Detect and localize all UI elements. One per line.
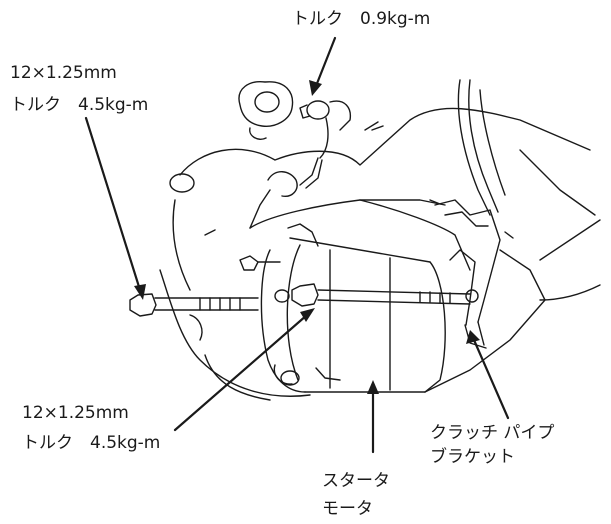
bolt-upper-size-label: 12×1.25mm <box>10 63 117 83</box>
starter-label: スタータ <box>322 471 390 491</box>
wiring <box>249 199 471 271</box>
starter-motor-body <box>260 223 546 393</box>
clutch-pipe-bracket <box>429 79 514 349</box>
bolt-lower-size-label: 12×1.25mm <box>22 403 129 423</box>
leader-arrows <box>84 36 510 454</box>
mounting-bolts <box>129 255 471 317</box>
arrow-heads <box>134 80 480 394</box>
bolt-lower-torque-label: トルク 4.5kg-m <box>22 433 161 453</box>
clutch-pipe-label: クラッチ パイプ <box>430 423 555 443</box>
clutch-bracket-label: ブラケット <box>430 447 515 467</box>
motor-label: モータ <box>322 499 373 519</box>
torque-label-top: トルク 0.9kg-m <box>292 9 431 29</box>
top-sensor-connector <box>238 81 384 229</box>
engine-block-outline <box>159 107 601 401</box>
bolt-upper-torque-label: トルク 4.5kg-m <box>10 95 149 115</box>
